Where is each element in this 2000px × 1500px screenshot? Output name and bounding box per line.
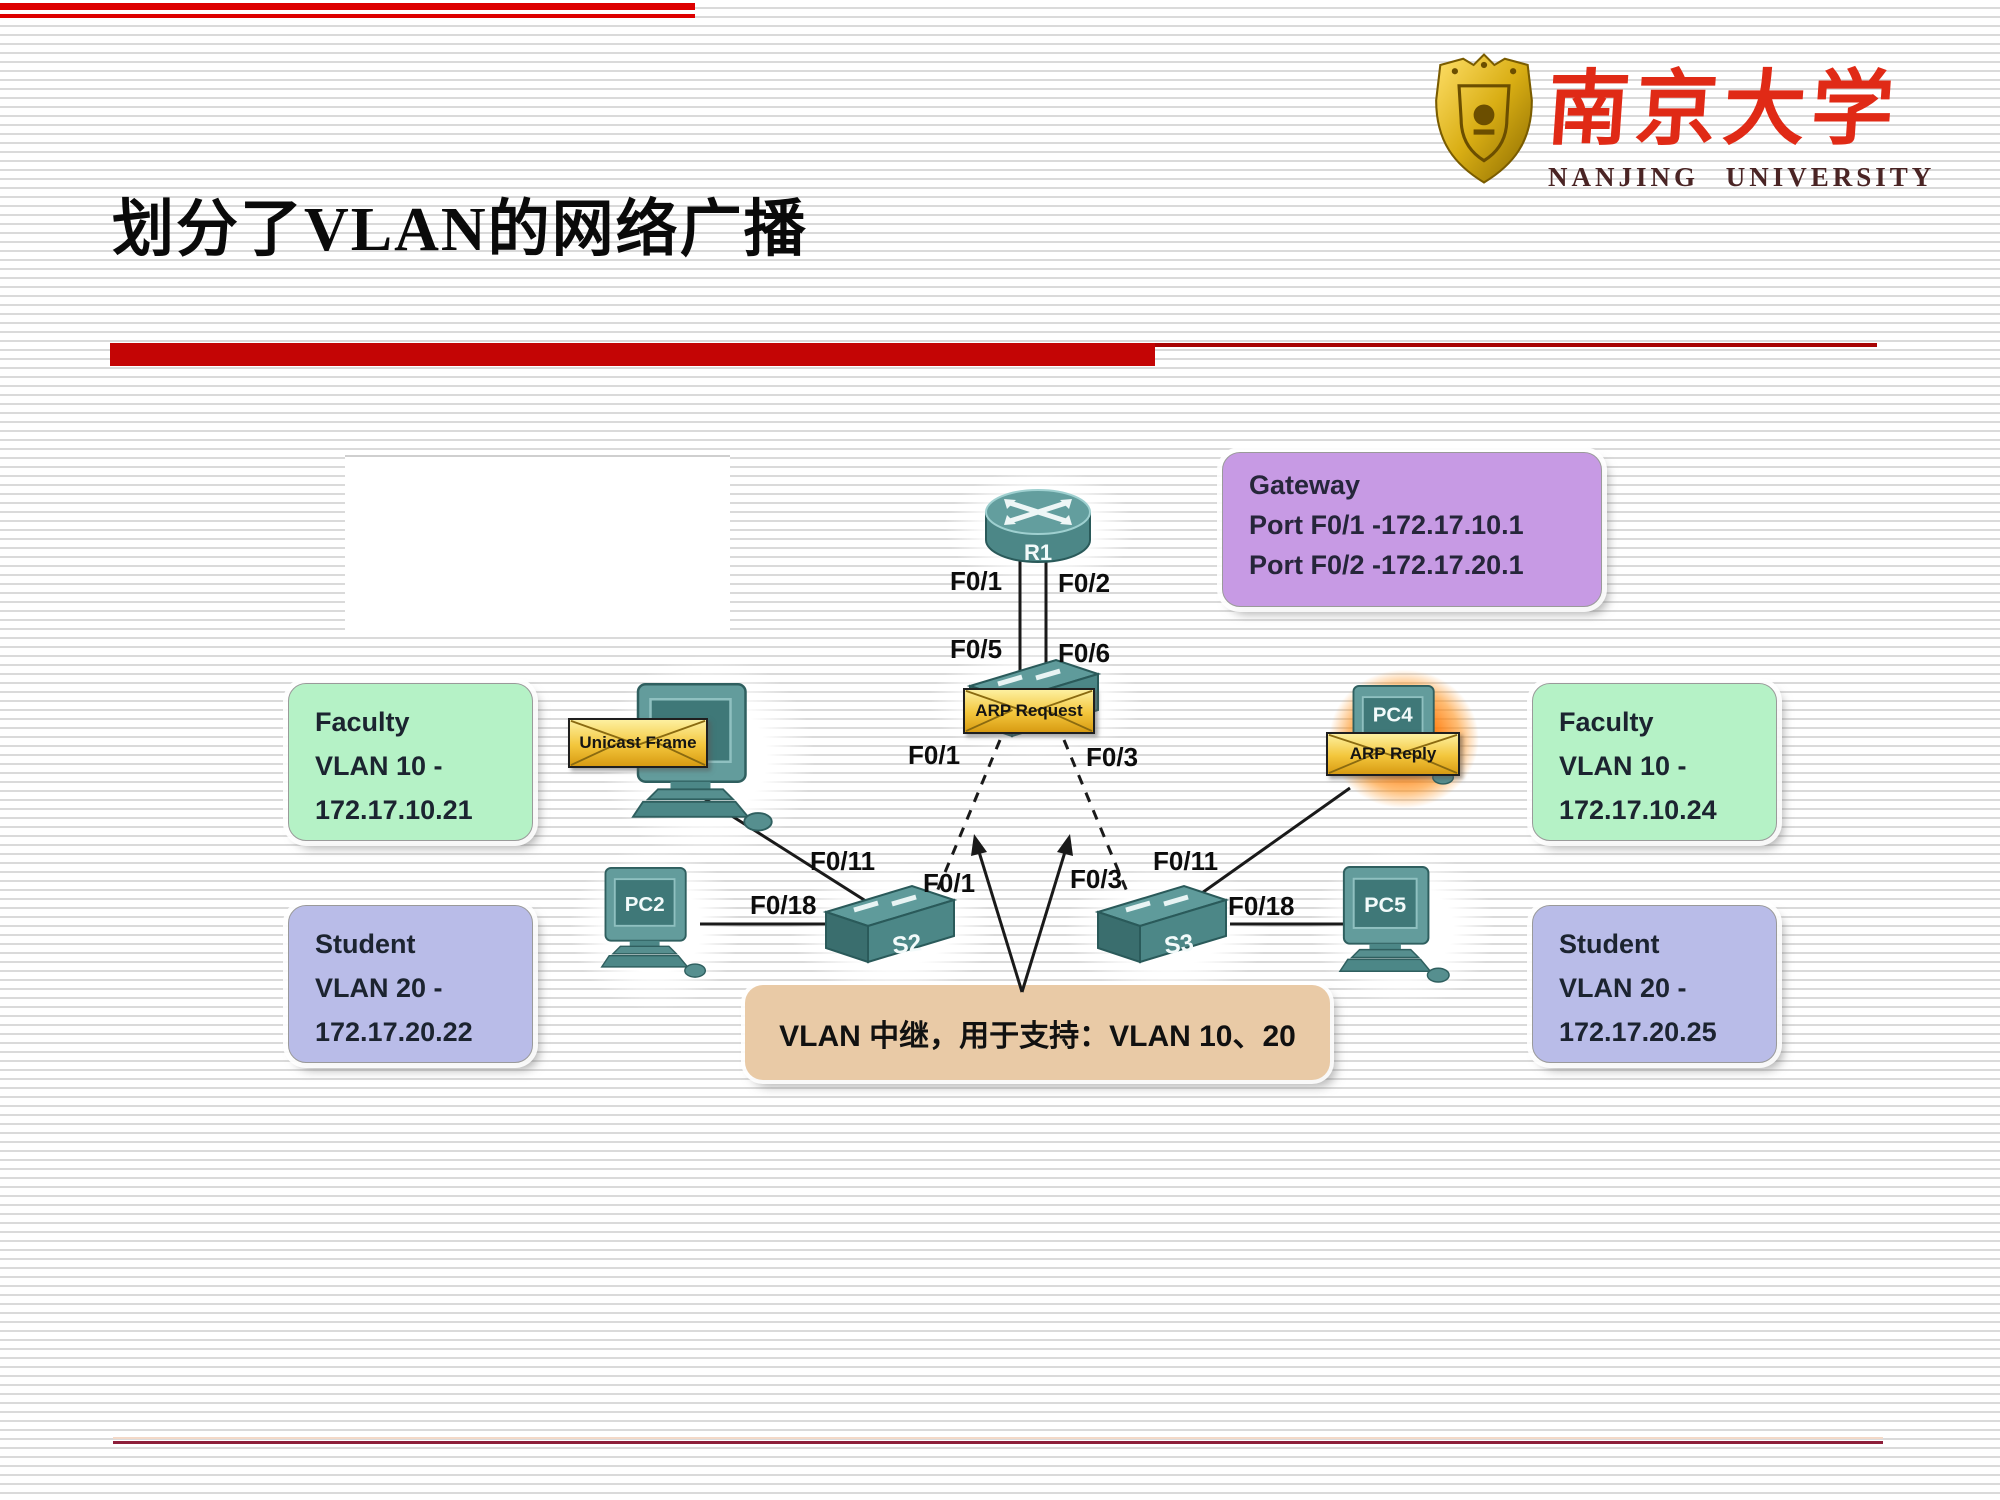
pc5-icon: PC5 [1338, 865, 1450, 983]
student-right-line1: Student [1559, 929, 1660, 959]
info-box-student-right: Student VLAN 20 - 172.17.20.25 [1532, 905, 1777, 1063]
student-left-line2: VLAN 20 - [315, 973, 443, 1003]
envelope-flaps [965, 690, 1093, 732]
pc4-label: PC4 [1373, 703, 1413, 726]
arrowhead-right [1057, 834, 1073, 856]
student-left-line3: 172.17.20.22 [315, 1017, 473, 1047]
page-title: 划分了VLAN的网络广播 [112, 196, 808, 264]
envelope-flaps [570, 720, 706, 766]
envelope-unicast-frame: Unicast Frame [568, 718, 708, 768]
university-name-en: NANJING UNIVERSITY [1548, 162, 1936, 192]
pc2-icon: PC2 [600, 867, 707, 978]
faculty-right-line1: Faculty [1559, 707, 1654, 737]
switch-s2-icon: S2 [822, 884, 958, 964]
trunk-note-text: VLAN 中继，用于支持：VLAN 10、20 [779, 1019, 1296, 1053]
port-label-s2-f0-11: F0/11 [810, 846, 876, 876]
faculty-right-line3: 172.17.10.24 [1559, 795, 1717, 825]
port-label-s1-trunk-f0-1: F0/1 [908, 740, 961, 770]
university-name-cn: 南京大学 [1544, 64, 1903, 155]
title-underline-bar [110, 343, 1155, 366]
envelope-flaps [1328, 734, 1458, 774]
student-right-line2: VLAN 20 - [1559, 973, 1687, 1003]
top-red-line-2 [0, 14, 695, 18]
port-label-s3-f0-11: F0/11 [1153, 846, 1219, 876]
university-shield-icon [1435, 53, 1533, 184]
port-label-r1-f0-2: F0/2 [1058, 568, 1111, 598]
envelope-unicast-frame-label: Unicast Frame [579, 733, 697, 752]
port-label-s1-trunk-f0-3: F0/3 [1086, 742, 1139, 772]
top-red-line [0, 3, 695, 10]
port-label-s3-f0-3: F0/3 [1070, 864, 1123, 894]
envelope-arp-reply: ARP Reply [1326, 732, 1460, 776]
router-r1-icon: R1 [985, 489, 1091, 565]
faculty-right-line2: VLAN 10 - [1559, 751, 1687, 781]
note-arrow-right [1020, 841, 1070, 993]
port-label-s2-f0-18: F0/18 [750, 890, 817, 920]
info-box-faculty-right: Faculty VLAN 10 - 172.17.10.24 [1532, 683, 1777, 841]
port-label-s3-f0-18: F0/18 [1228, 891, 1295, 921]
info-box-faculty-left: Faculty VLAN 10 - 172.17.10.21 [288, 683, 533, 841]
envelope-arp-reply-label: ARP Reply [1349, 744, 1437, 763]
info-box-gateway: Gateway Port F0/1 -172.17.10.1 Port F0/2… [1222, 452, 1602, 607]
router-r1-label: R1 [1024, 540, 1052, 565]
faculty-left-line1: Faculty [315, 707, 410, 737]
footer-rule-soft [113, 1437, 1883, 1439]
gateway-title: Gateway [1249, 470, 1361, 500]
title-underline-thin [1155, 343, 1877, 347]
switch-s3-icon: S3 [1094, 884, 1230, 964]
gateway-line2: Port F0/2 -172.17.20.1 [1249, 550, 1524, 580]
switch-s2-label: S2 [891, 929, 924, 960]
faculty-left-line2: VLAN 10 - [315, 751, 443, 781]
student-right-line3: 172.17.20.25 [1559, 1017, 1717, 1047]
switch-s3-label: S3 [1163, 929, 1196, 960]
pc2-label: PC2 [625, 893, 665, 916]
envelope-arp-request-label: ARP Request [975, 701, 1083, 720]
port-label-s2-f0-1: F0/1 [923, 868, 976, 898]
footer-rule [113, 1441, 1883, 1444]
student-left-line1: Student [315, 929, 416, 959]
envelope-arp-request: ARP Request [963, 688, 1095, 734]
faculty-left-line3: 172.17.10.21 [315, 795, 473, 825]
arrowhead-left [971, 834, 987, 856]
pc5-label: PC5 [1364, 892, 1406, 917]
blank-callout-box [345, 455, 730, 632]
port-label-s1-f0-6: F0/6 [1058, 638, 1111, 668]
trunk-note-box: VLAN 中继，用于支持：VLAN 10、20 [745, 985, 1330, 1080]
port-label-s1-f0-5: F0/5 [950, 634, 1003, 664]
info-box-student-left: Student VLAN 20 - 172.17.20.22 [288, 905, 533, 1063]
port-label-r1-f0-1: F0/1 [950, 566, 1003, 596]
gateway-line1: Port F0/1 -172.17.10.1 [1249, 510, 1524, 540]
